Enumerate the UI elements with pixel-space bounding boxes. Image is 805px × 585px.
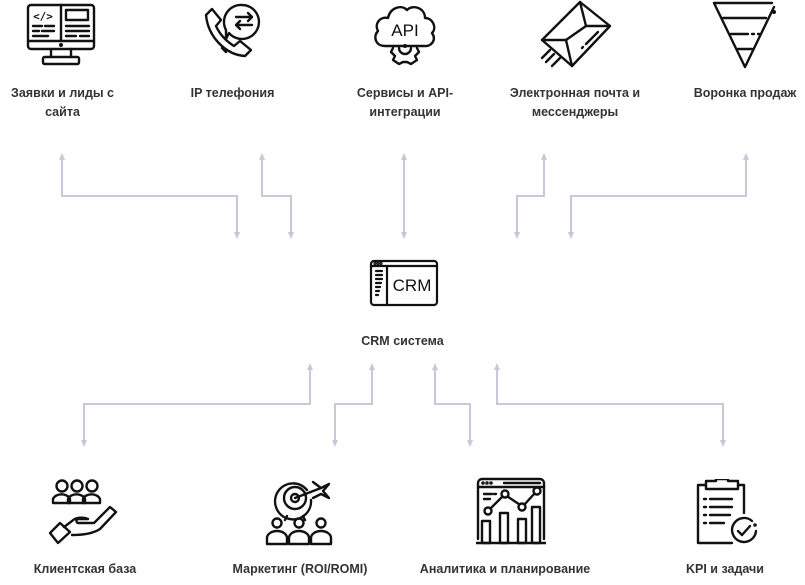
connector-site-leads xyxy=(59,153,240,239)
clipboard-check-icon xyxy=(696,479,758,545)
arrow-down-icon xyxy=(288,232,294,239)
arrow-up-icon xyxy=(259,153,265,160)
arrow-down-icon xyxy=(514,232,520,239)
arrow-up-icon xyxy=(307,363,313,370)
email-messengers-label: Электронная почта и мессенджеры xyxy=(509,86,641,119)
marketing-label: Маркетинг (ROI/ROMI) xyxy=(232,562,368,576)
arrow-up-icon xyxy=(59,153,65,160)
analytics-label: Аналитика и планирование xyxy=(419,562,591,576)
analytics-chart-icon xyxy=(476,477,546,545)
arrow-down-icon xyxy=(401,232,407,239)
cloud-api-gear-icon: API xyxy=(374,6,436,66)
connector-email-messengers xyxy=(514,153,547,239)
connector-marketing xyxy=(332,363,375,447)
svg-text:CRM: CRM xyxy=(393,276,432,295)
connector-client-base xyxy=(81,363,313,447)
arrow-down-icon xyxy=(467,440,473,447)
arrow-down-icon xyxy=(332,440,338,447)
connector-kpi-tasks xyxy=(494,363,726,447)
arrow-down-icon xyxy=(81,440,87,447)
arrow-up-icon xyxy=(432,363,438,370)
arrow-up-icon xyxy=(369,363,375,370)
funnel-icon xyxy=(712,1,777,69)
hand-people-icon xyxy=(48,479,118,545)
site-leads-label: Заявки и лиды с сайта xyxy=(11,86,114,119)
connector-analytics xyxy=(432,363,473,447)
arrow-down-icon xyxy=(234,232,240,239)
arrow-up-icon xyxy=(494,363,500,370)
ip-telephony-label: IP телефония xyxy=(190,86,275,100)
arrow-up-icon xyxy=(541,153,547,160)
envelope-flying-icon xyxy=(540,0,612,68)
connector-api-services xyxy=(401,153,407,239)
svg-text:</>: </> xyxy=(33,10,53,23)
crm-window-icon: CRM xyxy=(369,259,439,307)
target-audience-icon xyxy=(265,480,333,546)
arrow-up-icon xyxy=(401,153,407,160)
svg-text:API: API xyxy=(391,21,418,40)
kpi-tasks-label: KPI и задачи xyxy=(686,562,764,576)
arrow-up-icon xyxy=(743,153,749,160)
client-base-label: Клиентская база xyxy=(33,562,137,576)
api-services-label: Сервисы и API-интеграции xyxy=(356,86,454,119)
arrow-down-icon xyxy=(568,232,574,239)
connector-ip-telephony xyxy=(259,153,294,239)
sales-funnel-label: Воронка продаж xyxy=(693,86,797,100)
monitor-code-icon: </> xyxy=(26,3,96,66)
connector-sales-funnel xyxy=(568,153,749,239)
crm-system-label: CRM система xyxy=(361,334,444,348)
phone-transfer-icon xyxy=(204,3,261,58)
arrow-down-icon xyxy=(720,440,726,447)
